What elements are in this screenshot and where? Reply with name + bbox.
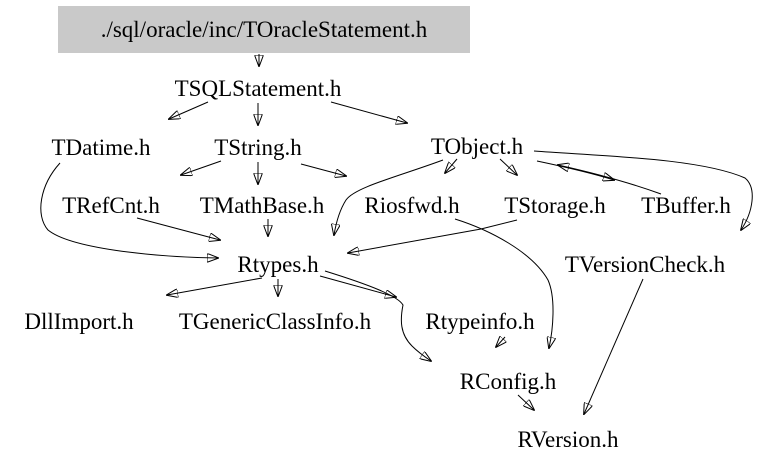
node-RVersion[interactable]: RVersion.h (517, 427, 619, 452)
node-TString[interactable]: TString.h (214, 135, 302, 160)
node-Rtypeinfo[interactable]: Rtypeinfo.h (425, 309, 535, 334)
node-TDatime[interactable]: TDatime.h (51, 135, 151, 160)
edge-Rtypeinfo-RConfig (496, 337, 505, 347)
edge-TObject-TStorage (499, 158, 517, 175)
edge-TString-Riosfwd (300, 163, 346, 176)
edge-Riosfwd-RConfig (454, 218, 553, 348)
edge-RConfig-RVersion (517, 394, 534, 410)
edge-TSQLStatement-TDatime (169, 101, 209, 119)
node-Riosfwd[interactable]: Riosfwd.h (364, 193, 460, 218)
edge-TObject-Rtypes (334, 159, 444, 235)
edge-TSQLStatement-TObject (330, 101, 407, 123)
node-TObject[interactable]: TObject.h (430, 134, 524, 159)
edges-group (40, 54, 753, 414)
root-node: ./sql/oracle/inc/TOracleStatement.h (58, 6, 470, 53)
node-DllImport[interactable]: DllImport.h (24, 309, 134, 334)
edge-TObject-TBuffer (536, 160, 614, 180)
edge-TObject-Riosfwd (445, 158, 458, 173)
edge-TDatime-Rtypes (40, 162, 218, 258)
node-TBuffer[interactable]: TBuffer.h (641, 193, 731, 218)
node-TVersionCheck[interactable]: TVersionCheck.h (564, 252, 726, 277)
node-TStorage[interactable]: TStorage.h (504, 193, 606, 218)
node-TMathBase[interactable]: TMathBase.h (199, 193, 325, 218)
node-RConfig[interactable]: RConfig.h (459, 369, 557, 394)
edge-TString-TRefCnt (181, 160, 222, 175)
edge-TObject-TVersionCheck (533, 150, 753, 230)
node-Rtypes[interactable]: Rtypes.h (237, 252, 319, 277)
edge-Rtypes-RConfig (324, 270, 431, 361)
node-TRefCnt[interactable]: TRefCnt.h (62, 193, 160, 218)
edge-TBuffer-TObject (558, 165, 662, 195)
edge-TVersionCheck-RVersion (584, 278, 644, 414)
node-TSQLStatement[interactable]: TSQLStatement.h (174, 76, 342, 101)
edge-Rtypes-DllImport (167, 277, 263, 295)
edge-Rtypes-Rtypeinfo (319, 275, 396, 297)
node-TGenericClassInfo[interactable]: TGenericClassInfo.h (178, 309, 372, 334)
edge-TStorage-Rtypes (348, 219, 518, 253)
edge-TRefCnt-Rtypes (136, 217, 220, 240)
